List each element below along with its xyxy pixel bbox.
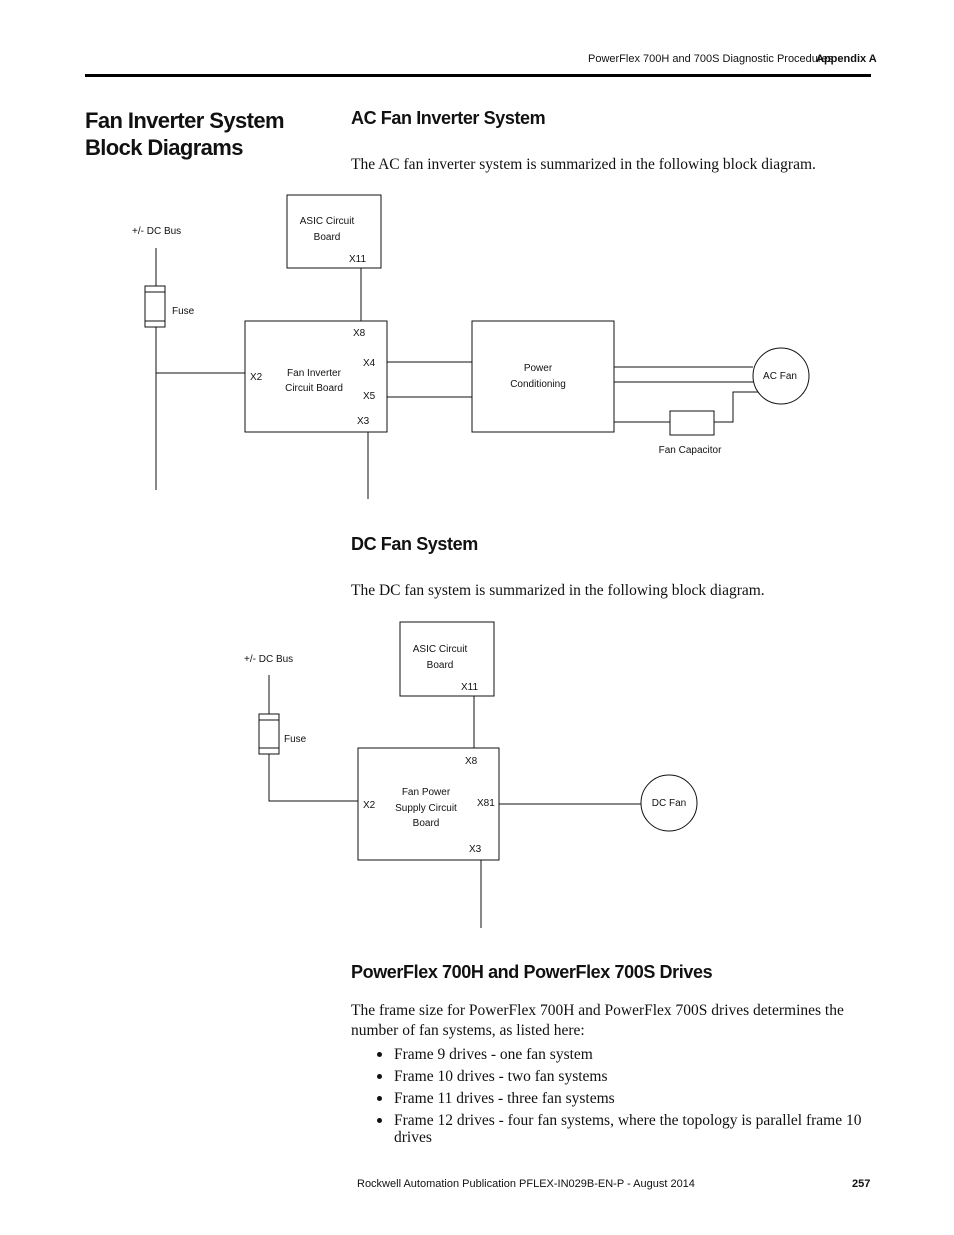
list-item: Frame 10 drives - two fan systems [351,1068,871,1085]
dc-fan-label: DC Fan [652,798,686,809]
dc-asic-label-2: Board [427,660,454,671]
dc-fan-block-diagram: +/- DC Bus Fuse ASIC Circuit Board X11 X… [244,621,698,928]
dc-dc-bus-label: +/- DC Bus [244,654,293,665]
ac-power-label-1: Power [524,363,553,374]
ac-port-x2: X2 [250,372,263,383]
dc-section-heading: DC Fan System [351,534,478,554]
dc-supply-label-1: Fan Power [402,787,451,798]
header-rule [85,74,871,77]
dc-section-text: The DC fan system is summarized in the f… [351,582,765,599]
ac-port-x3: X3 [357,416,370,427]
ac-asic-port-x11: X11 [349,254,366,265]
ac-fuse-symbol [144,285,166,328]
ac-power-conditioning-box [471,320,615,433]
dc-port-x3: X3 [469,844,482,855]
list-item: Frame 12 drives - four fan systems, wher… [351,1112,871,1146]
ac-inverter-label-2: Circuit Board [285,383,343,394]
footer-publication: Rockwell Automation Publication PFLEX-IN… [357,1178,695,1190]
dc-fan-power-supply-box [357,747,500,861]
ac-fan-symbol [752,347,810,405]
drives-section-text: The frame size for PowerFlex 700H and Po… [351,1002,844,1039]
dc-fan-symbol [640,774,698,832]
ac-port-x5: X5 [363,391,376,402]
ac-port-x8: X8 [353,328,366,339]
dc-port-x8: X8 [465,756,478,767]
dc-fuse-label: Fuse [284,734,307,745]
ac-asic-label-1: ASIC Circuit [300,216,355,227]
ac-section-text: The AC fan inverter system is summarized… [351,156,816,173]
ac-fan-inverter-box [244,320,388,433]
dc-asic-board-box [399,621,495,697]
frame-size-list: Frame 9 drives - one fan system Frame 10… [351,1046,871,1151]
ac-fuse-label: Fuse [172,306,195,317]
ac-asic-label-2: Board [314,232,341,243]
dc-asic-port-x11: X11 [461,682,478,693]
dc-port-x2: X2 [363,800,376,811]
ac-capacitor-label: Fan Capacitor [659,445,722,456]
ac-power-label-2: Conditioning [510,379,566,390]
running-header-title: PowerFlex 700H and 700S Diagnostic Proce… [588,53,834,65]
dc-supply-label-2: Supply Circuit [395,803,457,814]
list-item: Frame 11 drives - three fan systems [351,1090,871,1107]
list-item: Frame 9 drives - one fan system [351,1046,871,1063]
running-header-appendix: Appendix A [816,53,877,65]
dc-port-x81: X81 [477,798,495,809]
ac-section-heading: AC Fan Inverter System [351,108,546,128]
ac-fan-block-diagram: +/- DC Bus Fuse ASIC Circuit Board X11 X… [132,194,810,499]
dc-dc-bus-line [268,754,358,802]
ac-port-x4: X4 [363,358,376,369]
dc-supply-label-3: Board [413,818,440,829]
ac-asic-board-box [286,194,382,269]
page-title: Fan Inverter System Block Diagrams [85,108,285,160]
ac-dc-bus-label: +/- DC Bus [132,226,181,237]
ac-fan-capacitor-symbol [669,410,715,436]
drives-section-heading: PowerFlex 700H and PowerFlex 700S Drives [351,962,713,982]
ac-fan-label: AC Fan [763,371,797,382]
ac-inverter-label-1: Fan Inverter [287,368,342,379]
dc-asic-label-1: ASIC Circuit [413,644,468,655]
page-number: 257 [852,1178,871,1190]
